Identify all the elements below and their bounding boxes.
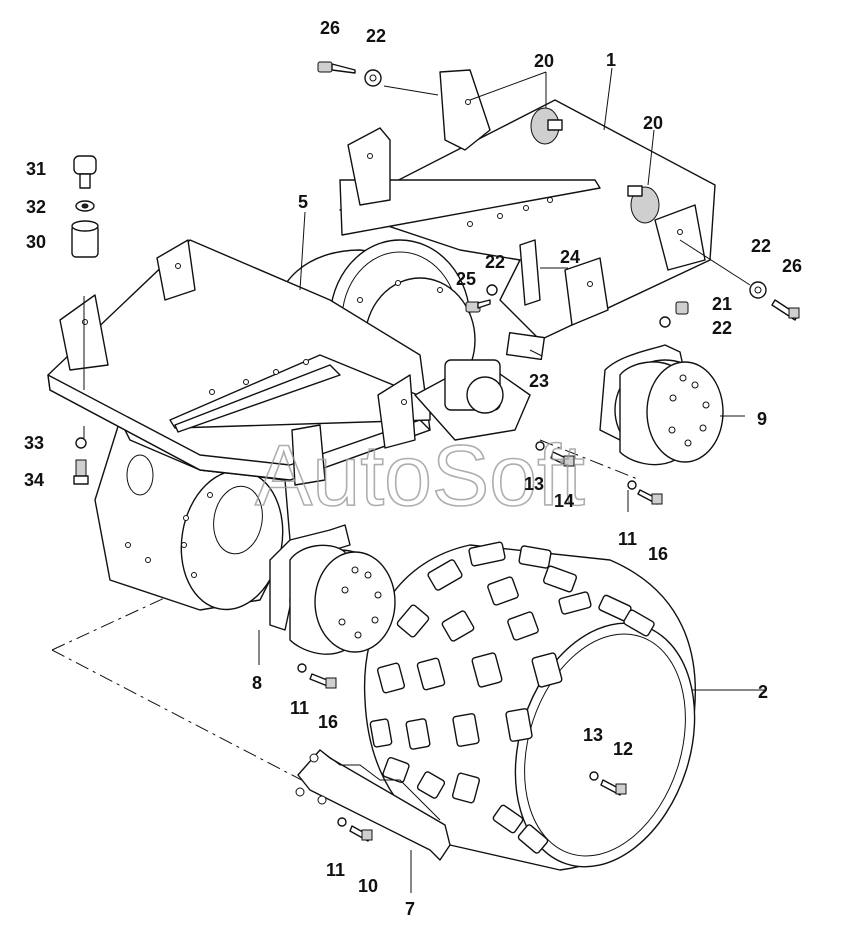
bolt-16-left: [309, 673, 337, 689]
nut-22-mid: [486, 284, 498, 296]
callout-10: 10: [358, 876, 378, 896]
scraper-bar: [295, 749, 451, 861]
center-lines: [51, 439, 641, 801]
spacer-30: [71, 220, 99, 258]
bolt-16-right: [637, 489, 663, 505]
callout-labels: 26 22 20 1 20 31 32 30 5 24 22 25 22 26 …: [24, 18, 802, 919]
callout-14: 14: [554, 491, 574, 511]
nut-11-left: [297, 663, 307, 673]
callout-22-lower: 22: [712, 318, 732, 338]
knob-31: [73, 155, 97, 189]
bolt-26-right: [771, 299, 800, 321]
callout-1: 1: [606, 50, 616, 70]
callout-21: 21: [712, 294, 732, 314]
watermark-text: AutoSoft: [255, 428, 585, 524]
callout-22-mid: 22: [485, 252, 505, 272]
callout-32: 32: [26, 197, 46, 217]
bolt-14: [550, 451, 575, 467]
bolt-10: [349, 825, 373, 842]
callout-26-top: 26: [320, 18, 340, 38]
callout-20-top: 20: [534, 51, 554, 71]
rubber-mount-right: [627, 185, 660, 224]
callout-25: 25: [456, 269, 476, 289]
nut-22-right: [749, 281, 767, 299]
callout-7: 7: [405, 899, 415, 919]
nut-22-lower: [659, 316, 671, 328]
callout-16-left: 16: [318, 712, 338, 732]
callout-13-upper: 13: [524, 474, 544, 494]
padfoot-pads: [369, 541, 655, 854]
callout-2: 2: [758, 682, 768, 702]
callout-12: 12: [613, 739, 633, 759]
bolt-25: [465, 299, 491, 313]
callout-22-right: 22: [751, 236, 771, 256]
rubber-mount-top: [530, 107, 563, 145]
callout-16-right: 16: [648, 544, 668, 564]
callout-11-left: 11: [290, 698, 309, 718]
nut-33: [75, 437, 87, 449]
nut-13-lower: [589, 771, 599, 781]
bolt-21: [675, 301, 689, 315]
main-frame: [47, 69, 716, 486]
bolt-34: [73, 459, 89, 485]
nut-13-upper: [535, 441, 545, 451]
callout-9: 9: [757, 409, 767, 429]
callout-13-lower: 13: [583, 725, 603, 745]
callout-23: 23: [529, 371, 549, 391]
nut-11-bottom: [337, 817, 347, 827]
callout-26-right: 26: [782, 256, 802, 276]
sensor-box: [414, 239, 546, 441]
washer-32: [75, 200, 95, 212]
left-drive-motor: [269, 524, 396, 655]
callout-31: 31: [26, 159, 46, 179]
nut-11-right: [627, 480, 637, 490]
callout-24: 24: [560, 247, 580, 267]
bolt-12: [600, 779, 627, 796]
callout-34: 34: [24, 470, 44, 490]
left-side-plate: [94, 419, 291, 611]
bolt-26-top: [317, 61, 356, 74]
leader-lines: [83, 67, 766, 893]
callout-11-right: 11: [618, 529, 637, 549]
callout-22-top: 22: [366, 26, 386, 46]
callout-11-bottom: 11: [326, 860, 345, 880]
right-drive-motor: [599, 344, 724, 466]
callout-8: 8: [252, 673, 262, 693]
callout-5: 5: [298, 192, 308, 212]
frame-brackets: [59, 69, 706, 486]
callout-30: 30: [26, 232, 46, 252]
fasteners: [71, 61, 800, 842]
nut-22-top: [364, 69, 382, 87]
callout-33: 33: [24, 433, 44, 453]
callout-20-right: 20: [643, 113, 663, 133]
